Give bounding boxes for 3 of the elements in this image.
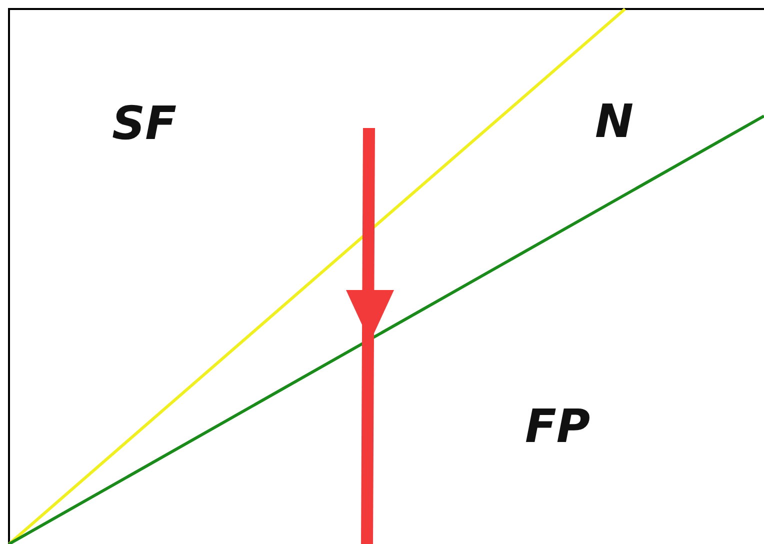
- region-label: FP: [525, 403, 590, 449]
- region-label: SF: [112, 100, 177, 146]
- region-label: N: [595, 98, 634, 144]
